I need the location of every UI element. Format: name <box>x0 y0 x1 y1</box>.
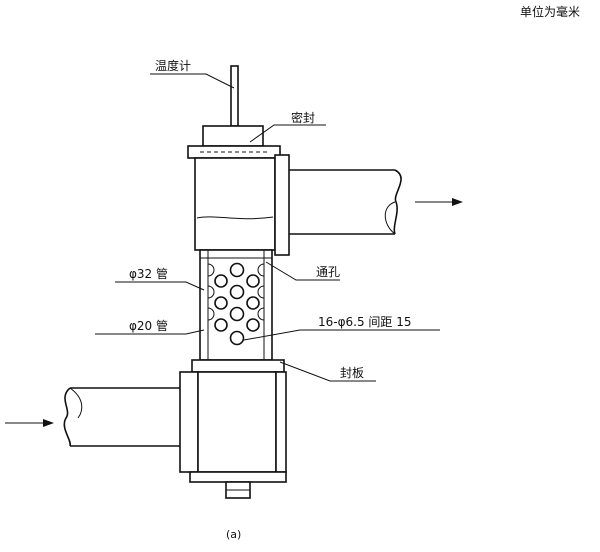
label-vent-hole: 通孔 <box>316 265 340 279</box>
label-pipe-20: φ20 管 <box>129 318 168 333</box>
label-seal: 密封 <box>291 110 315 125</box>
top-seal-cap <box>187 125 281 159</box>
figure-caption: (a) <box>226 528 241 541</box>
lower-chamber <box>179 371 287 499</box>
label-holes-spec: 16-φ6.5 间距 15 <box>318 315 412 329</box>
label-seal-plate: 封板 <box>340 366 364 380</box>
label-pipe-32: φ32 管 <box>129 266 168 281</box>
leader-lines <box>95 73 440 382</box>
units-note: 单位为毫米 <box>520 4 580 19</box>
inlet-arrow <box>5 419 54 427</box>
vent-holes <box>207 262 265 346</box>
label-thermometer: 温度计 <box>155 58 191 73</box>
outlet-arrow <box>415 198 463 206</box>
inlet-pipe <box>63 387 180 447</box>
seal-plate <box>191 359 285 373</box>
upper-chamber <box>194 154 290 256</box>
outlet-pipe <box>289 169 402 235</box>
